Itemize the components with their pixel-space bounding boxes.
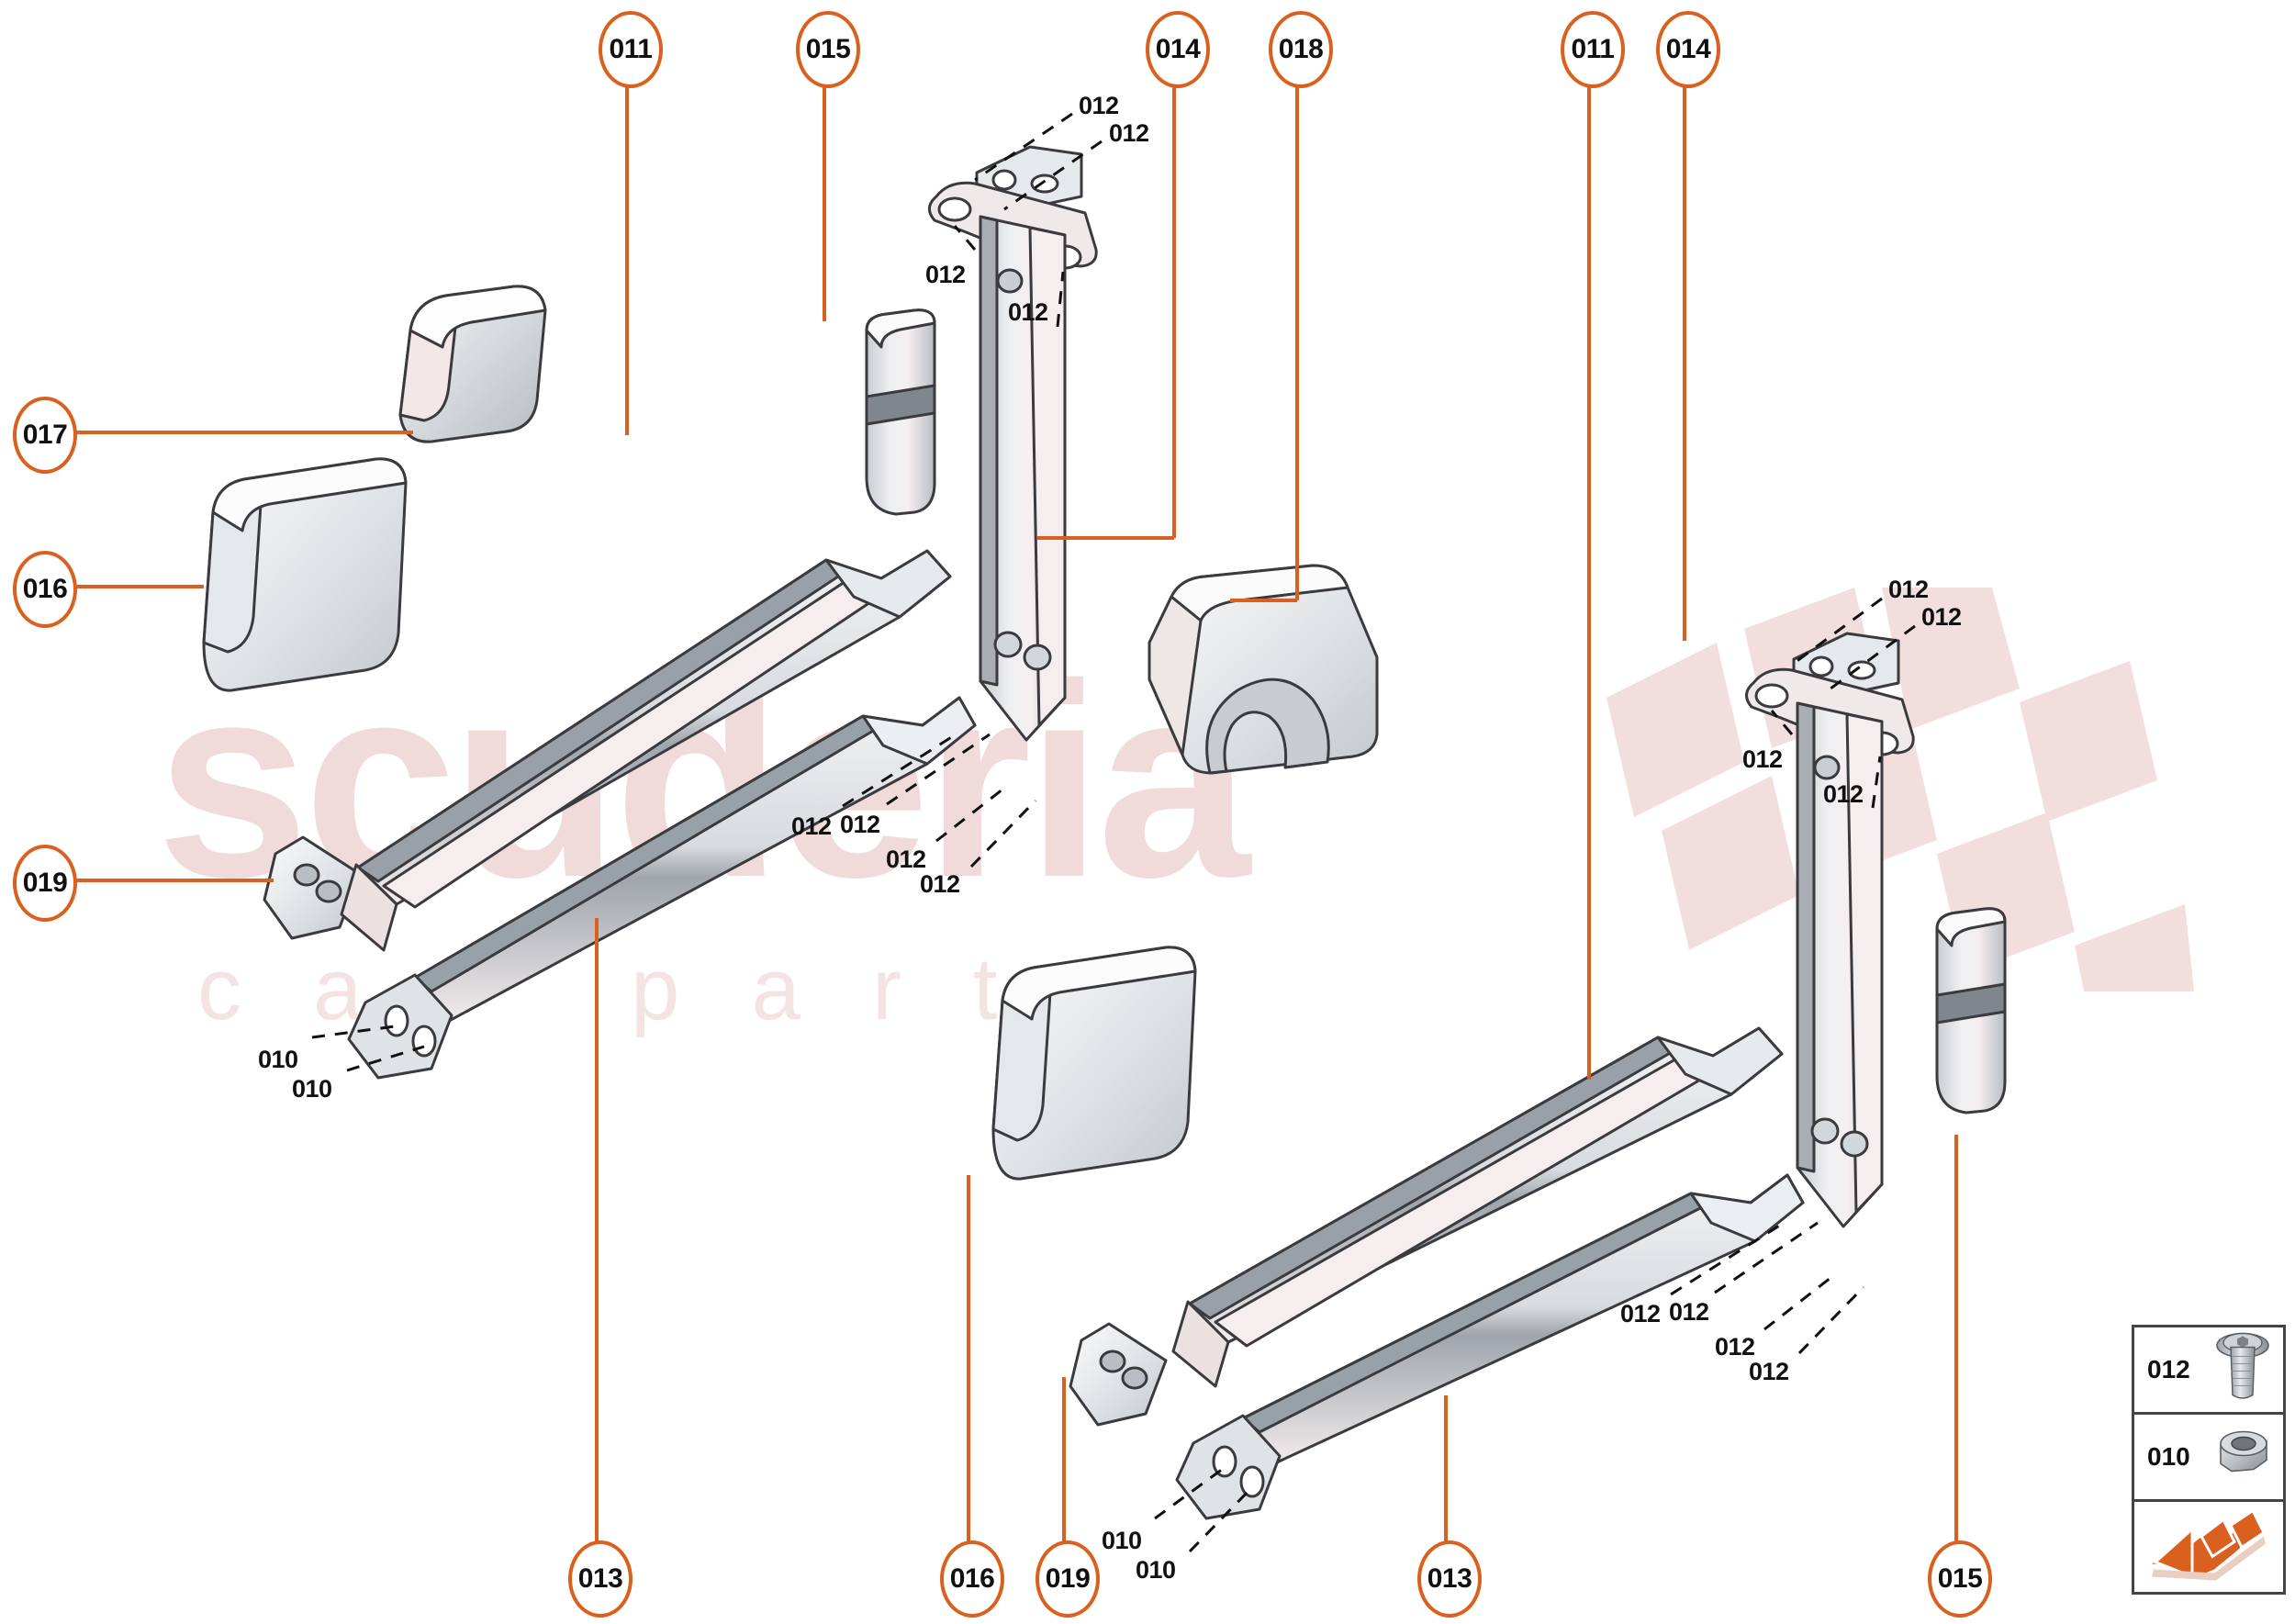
fastener-tag-012: 012 bbox=[1008, 298, 1048, 326]
part-011-brace-right bbox=[1171, 1026, 1784, 1388]
leader-016-bot bbox=[967, 1175, 970, 1542]
fastener-tag-012: 012 bbox=[1620, 1300, 1661, 1327]
leader-014-left-h bbox=[1037, 536, 1174, 540]
fastener-tag-012: 012 bbox=[1742, 745, 1783, 773]
fastener-tag-012: 012 bbox=[920, 870, 960, 898]
watermark-checkered-flag-icon bbox=[1606, 588, 2194, 991]
fastener-tag-010: 010 bbox=[1102, 1527, 1142, 1554]
leader-016-left bbox=[72, 585, 204, 588]
leader-013-left bbox=[595, 918, 599, 1542]
fastener-tag-010: 010 bbox=[1136, 1556, 1176, 1584]
part-014-rail-left bbox=[928, 145, 1098, 742]
callout-016-bubble[interactable]: 016 bbox=[940, 1540, 1004, 1618]
callout-016-bubble[interactable]: 016 bbox=[13, 551, 77, 628]
fastener-tag-010: 010 bbox=[292, 1075, 332, 1103]
fastener-tag-012: 012 bbox=[1823, 780, 1864, 808]
callout-015-bubble[interactable]: 015 bbox=[796, 11, 860, 88]
fastener-tag-012: 012 bbox=[791, 812, 832, 840]
leader-019-bot bbox=[1062, 1377, 1066, 1542]
part-013-strap-left bbox=[347, 696, 977, 1080]
fastener-tag-010: 010 bbox=[258, 1046, 298, 1073]
part-019-plate-left bbox=[263, 835, 362, 940]
callout-015-bubble[interactable]: 015 bbox=[1928, 1540, 1992, 1618]
leader-011-right bbox=[1587, 81, 1591, 1080]
callout-018-bubble[interactable]: 018 bbox=[1269, 11, 1333, 88]
callout-019-bubble[interactable]: 019 bbox=[1036, 1540, 1100, 1618]
leader-014-right bbox=[1683, 81, 1686, 641]
leader-018-h bbox=[1230, 599, 1297, 602]
bolt-icon bbox=[2211, 1331, 2274, 1409]
direction-arrow-icon bbox=[2150, 1508, 2267, 1585]
fastener-tag-012: 012 bbox=[1669, 1298, 1709, 1326]
legend-row-nut: 010 bbox=[2134, 1415, 2283, 1502]
leader-017 bbox=[72, 431, 413, 434]
legend-number-012: 012 bbox=[2147, 1355, 2190, 1383]
fastener-tag-012: 012 bbox=[1749, 1358, 1789, 1385]
callout-014-bubble[interactable]: 014 bbox=[1656, 11, 1720, 88]
leader-015-top bbox=[823, 81, 826, 321]
leader-013-right bbox=[1444, 1395, 1448, 1542]
legend-row-bolt: 012 bbox=[2134, 1327, 2283, 1415]
part-015-block-top bbox=[865, 308, 936, 516]
leader-011-left bbox=[625, 81, 629, 435]
part-019-plate-bottom bbox=[1069, 1322, 1168, 1427]
leader-014-left bbox=[1172, 81, 1176, 538]
leader-018 bbox=[1295, 81, 1299, 600]
fastener-tag-012: 012 bbox=[1109, 119, 1149, 147]
callout-013-bubble[interactable]: 013 bbox=[568, 1540, 633, 1618]
leader-015-bot bbox=[1954, 1135, 1958, 1542]
legend-number-010: 010 bbox=[2147, 1442, 2190, 1471]
fastener-tag-012: 012 bbox=[925, 261, 966, 288]
legend-row-arrow bbox=[2134, 1502, 2283, 1592]
fastener-tag-012: 012 bbox=[1921, 603, 1962, 631]
watermark-scuderia: scuderia bbox=[156, 626, 1250, 935]
callout-013-bubble[interactable]: 013 bbox=[1417, 1540, 1482, 1618]
callout-019-bubble[interactable]: 019 bbox=[13, 845, 77, 922]
fastener-tag-012: 012 bbox=[840, 811, 880, 838]
part-011-brace-left bbox=[340, 549, 952, 952]
callout-014-bubble[interactable]: 014 bbox=[1146, 11, 1210, 88]
callout-011-bubble[interactable]: 011 bbox=[1561, 11, 1625, 88]
callout-017-bubble[interactable]: 017 bbox=[13, 397, 77, 474]
part-013-strap-right bbox=[1175, 1173, 1805, 1520]
leader-019-left bbox=[72, 879, 274, 882]
part-016-pad-left bbox=[202, 457, 408, 692]
callout-011-bubble[interactable]: 011 bbox=[599, 11, 663, 88]
part-016-pad-bottom bbox=[991, 946, 1197, 1181]
part-017-cap bbox=[398, 285, 547, 443]
legend-box: 012 bbox=[2132, 1325, 2286, 1595]
fastener-tag-012: 012 bbox=[1888, 576, 1929, 603]
part-018-saddle bbox=[1148, 564, 1379, 775]
fastener-tag-012: 012 bbox=[1079, 92, 1119, 119]
watermark-car-parts: car parts bbox=[197, 940, 1185, 1038]
nut-icon bbox=[2208, 1426, 2274, 1489]
